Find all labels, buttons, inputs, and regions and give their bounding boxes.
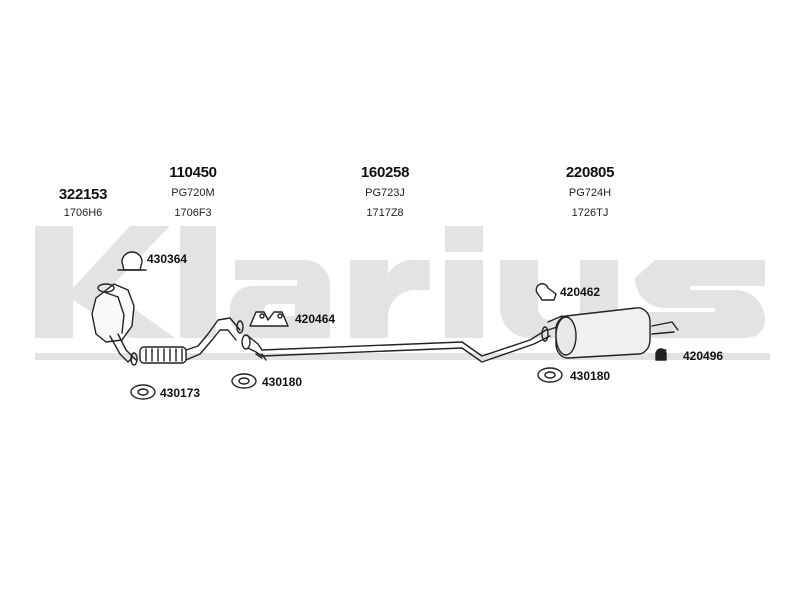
section-ref-rear-muffler: 220805 [565, 164, 615, 181]
catalytic-converter [91, 283, 138, 366]
rubber-mount-420496 [655, 348, 667, 361]
section-ref-catalyst: 322153 [58, 186, 108, 203]
clamp-430180-right [537, 367, 563, 383]
section-code-rear-muffler-2: 1726TJ [571, 207, 609, 219]
fitting-label-430180-right: 430180 [570, 369, 611, 383]
section-code-front-pipe-1: PG720M [171, 187, 215, 199]
section-ref-intermediate: 160258 [360, 164, 410, 181]
hanger-420464 [249, 311, 289, 327]
fitting-label-430364: 430364 [147, 252, 188, 266]
hanger-420462 [535, 283, 557, 301]
rear-muffler [547, 307, 679, 359]
section-code-intermediate-1: PG723J [365, 187, 405, 199]
intermediate-pipe [241, 326, 551, 363]
fitting-label-430173: 430173 [160, 386, 201, 400]
clamp-430364 [117, 251, 147, 271]
front-pipe-flex [139, 317, 244, 364]
fitting-label-420462: 420462 [560, 285, 601, 299]
clamp-430180-mid [231, 373, 257, 389]
section-code-front-pipe-2: 1706F3 [174, 207, 212, 219]
section-code-rear-muffler-1: PG724H [568, 187, 612, 199]
fitting-label-420464: 420464 [295, 312, 336, 326]
section-code-intermediate-2: 1717Z8 [366, 207, 404, 219]
section-ref-front-pipe: 110450 [169, 164, 217, 181]
fitting-label-420496: 420496 [683, 349, 724, 363]
fitting-label-430180-mid: 430180 [262, 375, 303, 389]
clamp-430173 [130, 384, 156, 400]
section-code-catalyst: 1706H6 [63, 207, 103, 219]
